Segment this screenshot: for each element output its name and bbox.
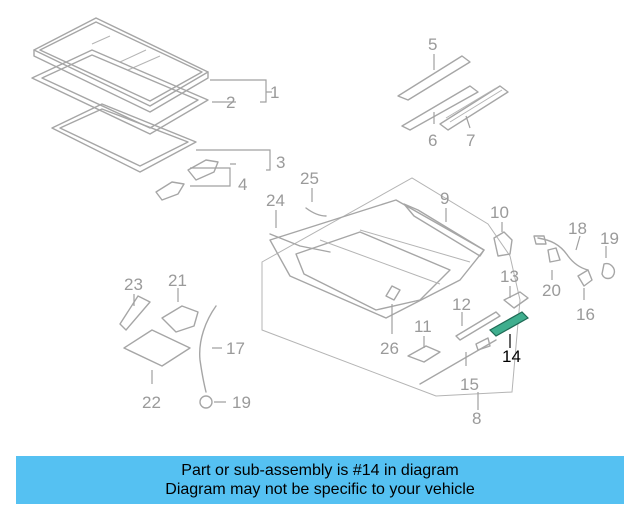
callout-22: 22 (142, 393, 161, 412)
callout-17: 17 (226, 339, 245, 358)
callout-15: 15 (460, 375, 479, 394)
parts-diagram: 1 2 3 4 5 6 7 8 9 10 24 25 26 (31, 17, 619, 428)
callout-26: 26 (380, 339, 399, 358)
callout-13: 13 (500, 267, 519, 286)
deflector-rails[interactable] (397, 55, 509, 131)
banner-line-2: Diagram may not be specific to your vehi… (165, 481, 475, 498)
callout-8: 8 (472, 409, 481, 428)
roof-panel-edge[interactable] (403, 203, 485, 257)
drive-cable[interactable] (419, 311, 501, 385)
callout-16: 16 (576, 305, 595, 324)
glass-seal-frame[interactable] (31, 49, 209, 135)
callout-23: 23 (124, 275, 143, 294)
rear-guide[interactable] (503, 291, 529, 309)
lower-frame[interactable] (51, 103, 197, 173)
callout-7: 7 (466, 131, 475, 150)
callout-19-left: 19 (232, 393, 251, 412)
callout-10: 10 (490, 203, 509, 222)
highlighted-part-14[interactable] (489, 311, 529, 337)
callout-4: 4 (238, 175, 247, 194)
drain-hose-front[interactable] (199, 305, 217, 409)
banner-line-1: Part or sub-assembly is #14 in diagram (181, 462, 459, 479)
front-trim[interactable] (269, 207, 331, 253)
drain-hose-assembly[interactable] (533, 235, 616, 280)
callout-12: 12 (452, 295, 471, 314)
callout-9: 9 (440, 189, 449, 208)
roof-housing[interactable] (261, 177, 521, 397)
drain-connector[interactable] (493, 231, 513, 257)
control-module[interactable] (119, 295, 199, 367)
motor-bracket[interactable] (407, 345, 441, 363)
callout-19-right: 19 (600, 229, 619, 248)
callout-5: 5 (428, 35, 437, 54)
callout-18: 18 (568, 219, 587, 238)
callout-24: 24 (266, 191, 285, 210)
callout-3: 3 (276, 153, 285, 172)
info-banner: Part or sub-assembly is #14 in diagram D… (16, 456, 624, 504)
callout-14: 14 (502, 347, 521, 366)
callout-2: 2 (226, 93, 235, 112)
callout-11: 11 (414, 317, 432, 336)
callout-21: 21 (168, 271, 187, 290)
side-guide[interactable] (385, 285, 401, 301)
cable-guide[interactable] (475, 337, 491, 351)
callout-20: 20 (542, 281, 561, 300)
grommet[interactable] (577, 269, 593, 287)
callout-6: 6 (428, 131, 437, 150)
callout-1: 1 (270, 83, 279, 102)
guide-brackets[interactable] (155, 159, 219, 201)
callout-25: 25 (300, 169, 319, 188)
